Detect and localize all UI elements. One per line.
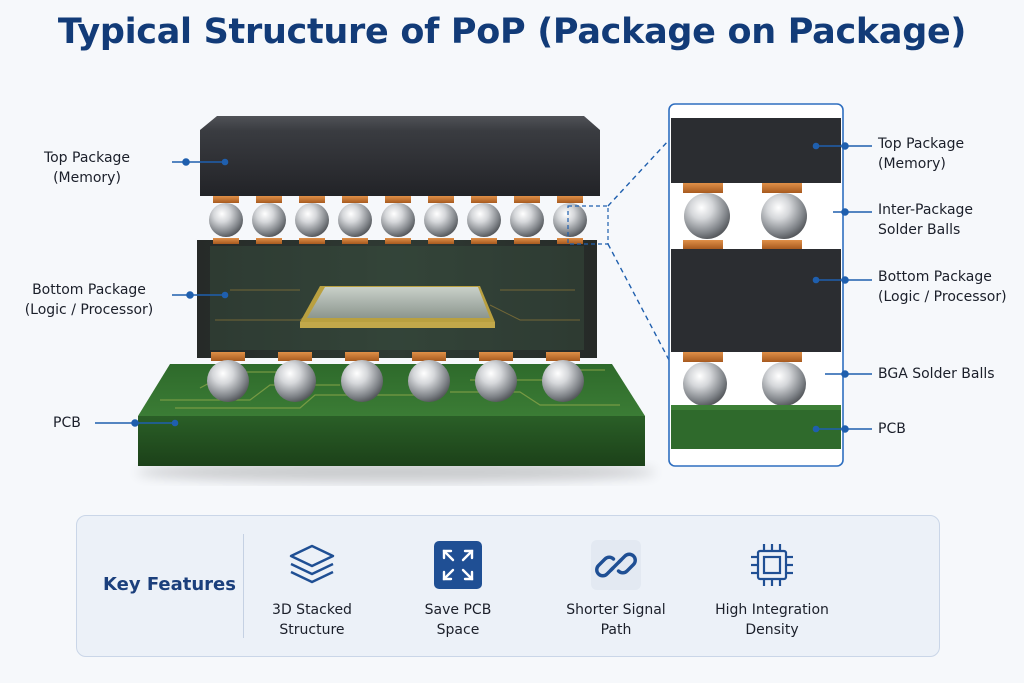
chain-link-icon — [591, 540, 641, 590]
label-bottom-package-left: Bottom Package (Logic / Processor) — [10, 280, 168, 320]
label-line: PCB — [878, 421, 906, 437]
copper-pad — [546, 352, 580, 361]
copper-pad — [342, 196, 368, 203]
label-line: Bottom Package — [32, 282, 146, 298]
zoom-line-bottom — [607, 243, 670, 361]
bga-solder-ball — [207, 360, 249, 402]
feature-text: Structure — [279, 622, 345, 638]
feature-shorter-path: Shorter Signal Path — [551, 540, 681, 640]
label-line: Bottom Package — [878, 269, 992, 285]
feature-text: 3D Stacked — [272, 602, 352, 618]
feature-text: Save PCB — [424, 602, 492, 618]
copper-pad — [213, 238, 239, 244]
label-line: Inter-Package — [878, 202, 974, 218]
expand-arrows-icon — [433, 540, 483, 590]
inter-package-solder-ball — [467, 203, 501, 237]
label-line: Solder Balls — [878, 222, 961, 238]
page-title: Typical Structure of PoP (Package on Pac… — [57, 12, 967, 52]
bga-solder-ball — [341, 360, 383, 402]
inter-package-solder-ball — [338, 203, 372, 237]
top-package — [200, 116, 600, 196]
bga-solder-ball — [542, 360, 584, 402]
divider — [243, 534, 244, 638]
inter-package-solder-ball — [553, 203, 587, 237]
copper-pad — [385, 238, 411, 244]
label-pcb-left: PCB — [53, 413, 81, 433]
feature-3d-stacked: 3D Stacked Structure — [247, 540, 377, 640]
bga-solder-ball — [475, 360, 517, 402]
copper-pad — [213, 196, 239, 203]
copper-pad — [428, 238, 454, 244]
copper-pad — [471, 196, 497, 203]
inter-package-solder-ball — [381, 203, 415, 237]
copper-pad — [299, 196, 325, 203]
label-line: PCB — [53, 415, 81, 431]
label-top-package-left: Top Package (Memory) — [30, 148, 144, 188]
label-inter-package-balls: Inter-Package Solder Balls — [878, 200, 973, 240]
copper-pad — [256, 196, 282, 203]
copper-pad — [428, 196, 454, 203]
feature-text: Path — [600, 622, 632, 638]
inter-package-solder-ball — [510, 203, 544, 237]
label-line: BGA Solder Balls — [878, 366, 995, 382]
label-line: Top Package — [43, 150, 131, 166]
leaders-right — [812, 142, 872, 433]
feature-text: Density — [745, 622, 799, 638]
key-features-title: Key Features — [103, 574, 236, 595]
copper-pad — [385, 196, 411, 203]
copper-pad — [256, 238, 282, 244]
bga-solder-ball — [408, 360, 450, 402]
bottom-package — [197, 240, 597, 358]
chip-icon — [747, 540, 797, 590]
label-line: (Logic / Processor) — [878, 289, 1007, 305]
copper-pad — [299, 238, 325, 244]
label-line: (Logic / Processor) — [24, 302, 154, 318]
copper-pad — [278, 352, 312, 361]
pcb-shadow — [136, 462, 656, 482]
label-line: Top Package — [878, 136, 965, 152]
inter-package-solder-ball — [252, 203, 286, 237]
copper-pad — [471, 238, 497, 244]
key-features-panel: Key Features 3D Stacked Structure — [76, 515, 940, 657]
leaders-left — [95, 158, 229, 427]
inter-package-solder-ball — [209, 203, 243, 237]
copper-pad — [514, 238, 540, 244]
bga-solder-ball — [274, 360, 316, 402]
copper-pad — [211, 352, 245, 361]
zoom-marker — [567, 205, 609, 245]
inter-package-solder-ball — [424, 203, 458, 237]
label-line: (Memory) — [53, 170, 121, 186]
label-bottom-package-right: Bottom Package (Logic / Processor) — [878, 267, 1007, 307]
zoom-panel — [668, 103, 844, 467]
copper-pad — [342, 238, 368, 244]
copper-pad — [412, 352, 446, 361]
copper-pad — [557, 196, 583, 203]
zoom-line-top — [607, 139, 670, 207]
label-top-package-right: Top Package (Memory) — [878, 134, 964, 174]
label-line: (Memory) — [878, 156, 946, 172]
copper-pad — [345, 352, 379, 361]
layers-icon — [287, 540, 337, 590]
label-bga-balls: BGA Solder Balls — [878, 364, 995, 384]
label-pcb-right: PCB — [878, 419, 906, 439]
feature-text: Space — [436, 622, 480, 638]
copper-pad — [557, 238, 583, 244]
copper-pad — [514, 196, 540, 203]
feature-high-integration: High Integration Density — [705, 540, 839, 640]
inter-package-solder-ball — [295, 203, 329, 237]
feature-save-space: Save PCB Space — [393, 540, 523, 640]
feature-text: High Integration — [715, 602, 829, 618]
copper-pad — [479, 352, 513, 361]
feature-text: Shorter Signal — [566, 602, 666, 618]
